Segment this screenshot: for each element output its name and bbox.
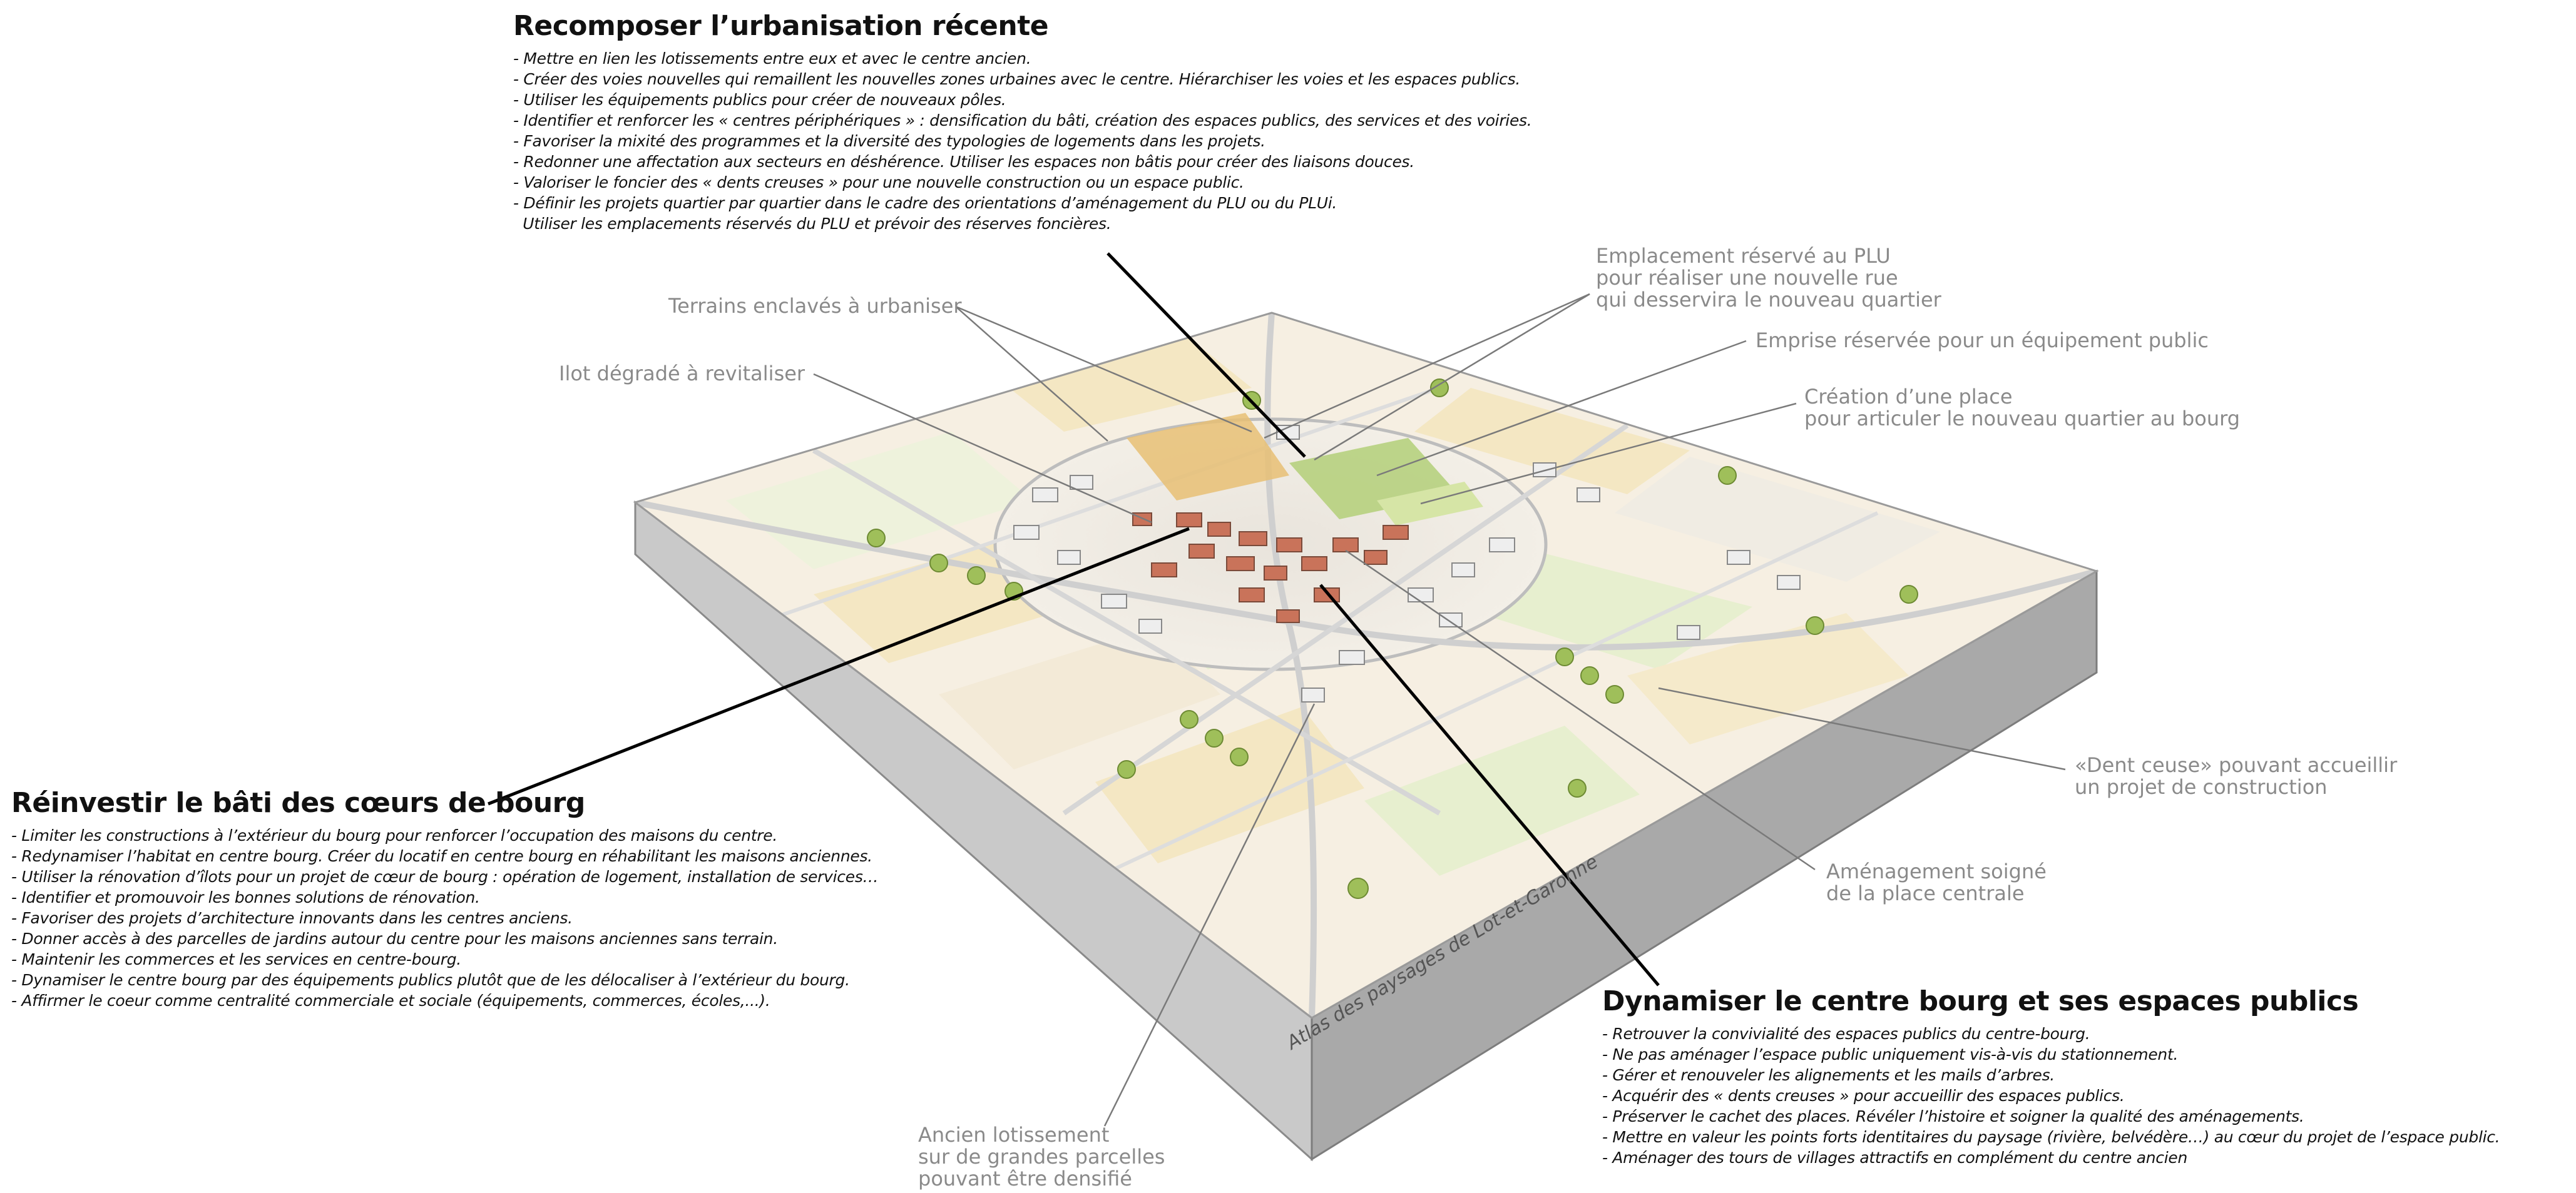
list-item: - Préserver le cachet des places. Révéle… <box>1602 1107 2304 1125</box>
block-dynamiser: Dynamiser le centre bourg et ses espaces… <box>1602 985 2500 1168</box>
list-item: - Ne pas aménager l’espace public unique… <box>1602 1045 2179 1064</box>
label-terrains-enclaves: Terrains enclavés à urbaniser <box>668 294 962 318</box>
landscape-top-surface <box>635 313 2097 1018</box>
label-amenagement-place: Aménagement soigné de la place centrale <box>1826 860 2047 905</box>
list-item: - Affirmer le coeur comme centralité com… <box>11 992 770 1010</box>
label-ilot-degrade: Ilot dégradé à revitaliser <box>559 362 805 385</box>
list-item: - Dynamiser le centre bourg par des équi… <box>11 971 850 989</box>
label-emplacement-reserve: Emplacement réservé au PLU pour réaliser… <box>1596 244 1941 312</box>
list-item: - Mettre en valeur les points forts iden… <box>1602 1128 2500 1146</box>
list-item: - Retrouver la convivialité des espaces … <box>1602 1025 2090 1043</box>
list-item: - Identifier et renforcer les « centres … <box>513 111 1532 129</box>
label-ancien-lotissement: Ancien lotissement sur de grandes parcel… <box>918 1123 1165 1190</box>
block-reinvestir: Réinvestir le bâti des cœurs de bourg - … <box>11 787 879 1011</box>
list-item: - Créer des voies nouvelles qui remaille… <box>513 70 1520 88</box>
annotation-leader-lines <box>813 293 2066 1127</box>
list-item: - Mettre en lien les lotissements entre … <box>513 49 1031 68</box>
label-creation-place: Création d’une place pour articuler le n… <box>1804 385 2241 430</box>
list-item: - Favoriser la mixité des programmes et … <box>513 132 1265 150</box>
list-item: - Redonner une affectation aux secteurs … <box>513 153 1414 171</box>
list-item: - Donner accès à des parcelles de jardin… <box>11 930 778 948</box>
list-item: - Acquérir des « dents creuses » pour ac… <box>1602 1087 2125 1105</box>
block-reinvestir-title: Réinvestir le bâti des cœurs de bourg <box>11 787 585 819</box>
label-emprise-reservee: Emprise réservée pour un équipement publ… <box>1756 328 2209 352</box>
list-item: - Redynamiser l’habitat en centre bourg.… <box>11 847 872 865</box>
list-item: - Favoriser des projets d’architecture i… <box>11 909 573 927</box>
list-item: - Aménager des tours de villages attract… <box>1602 1149 2188 1167</box>
list-item: - Valoriser le foncier des « dents creus… <box>513 173 1244 191</box>
list-item: - Utiliser la rénovation d’îlots pour un… <box>11 868 879 886</box>
list-item: Utiliser les emplacements réservés du PL… <box>513 215 1112 233</box>
list-item: - Limiter les constructions à l’extérieu… <box>11 826 777 845</box>
list-item: - Utiliser les équipements publics pour … <box>513 91 1006 109</box>
block-dynamiser-title: Dynamiser le centre bourg et ses espaces… <box>1602 985 2359 1017</box>
block-pointer-arrows <box>488 252 1660 987</box>
list-item: - Définir les projets quartier par quart… <box>513 194 1337 212</box>
list-item: - Identifier et promouvoir les bonnes so… <box>11 888 480 906</box>
block-recomposer: Recomposer l’urbanisation récente - Mett… <box>513 10 1532 234</box>
list-item: - Maintenir les commerces et les service… <box>11 950 461 968</box>
landscape-top-outline <box>633 312 2099 1019</box>
label-dent-creuse: «Dent ceuse» pouvant accueillir un proje… <box>2075 753 2398 799</box>
list-item: - Gérer et renouveler les alignements et… <box>1602 1066 2055 1084</box>
block-recomposer-title: Recomposer l’urbanisation récente <box>513 10 1049 42</box>
